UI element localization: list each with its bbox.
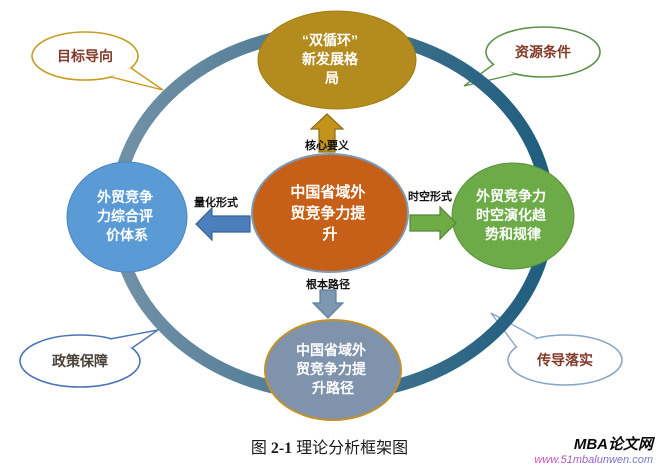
arrow-down-label: 根本路径 — [306, 277, 350, 291]
caption-number: 2-1 — [270, 440, 293, 457]
callout-top-left-bubble — [31, 31, 139, 81]
callout-top-right-tail-stroke — [463, 63, 516, 87]
node-center-label: 中国省域外 贸竞争力提 升 — [290, 183, 369, 243]
watermark-site-name: MBA论文网 — [573, 436, 653, 454]
node-center-circle — [251, 153, 409, 273]
framework-diagram: 目标导向 资源条件 政策保障 传导落实 “双循环” 新发展 — [19, 10, 623, 421]
arrow-up-label: 核心要义 — [305, 138, 350, 152]
callout-top-left-tail — [111, 68, 163, 90]
watermark: MBA论文网 www.51mbalunwen.com — [534, 437, 653, 466]
arrow-up — [309, 113, 345, 153]
callout-top-right-bubble — [485, 26, 601, 78]
callout-top-left-tail-stroke — [110, 67, 164, 91]
node-right-label: 外贸竞争力 时空演化趋 势和规律 — [476, 188, 550, 242]
caption-prefix: 图 — [250, 440, 271, 457]
node-evaluation-system: 外贸竞争 力综合评 价体系 — [66, 161, 188, 273]
node-spatiotemporal-evolution: 外贸竞争力 时空演化趋 势和规律 — [451, 162, 575, 270]
callout-top-left-label: 目标导向 — [57, 48, 113, 64]
arrow-left — [195, 206, 251, 242]
node-improvement-path: 中国省域外 贸竞争力提 升路径 — [264, 319, 402, 421]
callout-bottom-right-tail-stroke — [490, 312, 538, 349]
callout-bottom-right-bubble — [507, 334, 623, 386]
arrow-left-label: 量化形式 — [194, 195, 238, 209]
callout-bottom-left-bubble — [19, 334, 141, 388]
arrow-down — [311, 289, 345, 319]
callout-bottom-left-tail-stroke — [109, 329, 159, 349]
node-top-circle — [257, 10, 417, 110]
arrow-right-label: 时空形式 — [408, 189, 452, 203]
callout-bottom-left-label: 政策保障 — [52, 353, 108, 369]
node-bottom-circle — [264, 319, 402, 421]
callout-policy-guarantee: 政策保障 — [19, 329, 159, 388]
node-dual-circulation: “双循环” 新发展格 局 — [257, 10, 417, 110]
watermark-url: www.51mbalunwen.com — [534, 453, 653, 466]
arrow-right — [409, 205, 457, 241]
caption-title: 理论分析框架图 — [292, 440, 409, 457]
callout-bottom-right-label: 传导落实 — [536, 352, 593, 368]
callout-bottom-left-tail — [110, 330, 158, 348]
node-bottom-label: 中国省域外 贸竞争力提 升路径 — [296, 342, 370, 396]
node-right-circle — [451, 162, 575, 270]
callout-goal-orientation: 目标导向 — [31, 31, 164, 91]
figure-caption: 图 2-1 理论分析框架图 — [0, 434, 659, 458]
callout-top-right-label: 资源条件 — [515, 44, 571, 60]
node-left-label: 外贸竞争 力综合评 价体系 — [97, 189, 157, 243]
node-top-label: “双循环” 新发展格 局 — [302, 32, 362, 86]
node-left-circle — [66, 161, 188, 273]
node-center-competitiveness: 中国省域外 贸竞争力提 升 — [251, 153, 409, 273]
